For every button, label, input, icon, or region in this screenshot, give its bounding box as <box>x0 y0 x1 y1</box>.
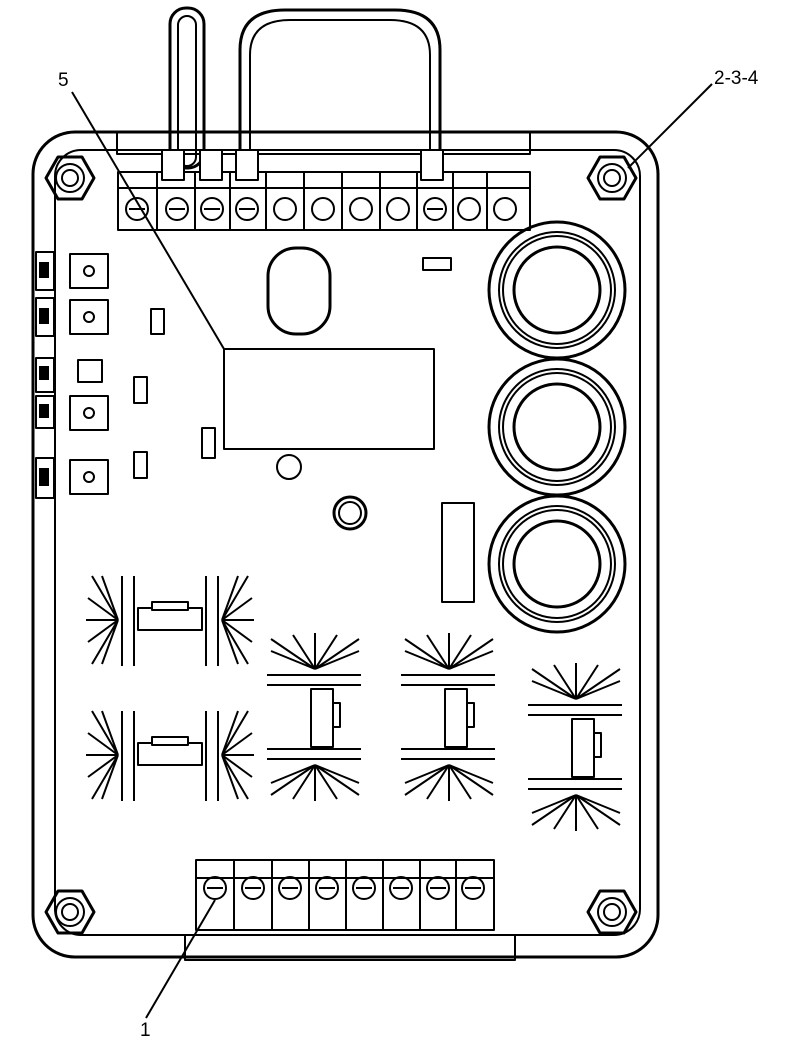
small-components <box>133 246 475 603</box>
callout-1: 1 <box>140 1020 151 1041</box>
callout-5: 5 <box>58 70 69 91</box>
wire-lugs <box>161 149 444 181</box>
top-terminal-block <box>117 149 531 231</box>
bottom-terminal-block <box>195 859 495 931</box>
mounting-nut-bottom-right <box>586 889 638 935</box>
heatsink <box>401 633 495 801</box>
mounting-nut-top-left <box>44 155 96 201</box>
heatsink <box>86 575 254 666</box>
top-terminal-screws <box>125 197 517 221</box>
heatsink <box>528 663 622 831</box>
capacitor <box>487 357 627 497</box>
capacitor <box>487 494 627 634</box>
leader-line-1 <box>145 899 216 1019</box>
left-edge-connectors <box>35 251 55 499</box>
heatsink <box>86 710 254 801</box>
callout-2-3-4: 2-3-4 <box>714 68 759 89</box>
top-terminal-separators <box>156 172 488 230</box>
leader-line-2-3-4 <box>627 83 713 169</box>
regulator-housing <box>31 130 660 961</box>
leader-line-5 <box>71 91 225 350</box>
capacitors <box>487 220 627 634</box>
wire-loops <box>168 6 442 170</box>
control-module <box>223 348 435 450</box>
leader-lines <box>71 83 713 1019</box>
bottom-terminal-screws <box>203 876 485 900</box>
heatsink <box>267 633 361 801</box>
capacitor <box>487 220 627 360</box>
mounting-nut-bottom-left <box>44 889 96 935</box>
adjustment-potentiometers <box>69 253 109 495</box>
bottom-terminal-separators <box>233 860 457 930</box>
mounting-nut-top-right <box>586 155 638 201</box>
